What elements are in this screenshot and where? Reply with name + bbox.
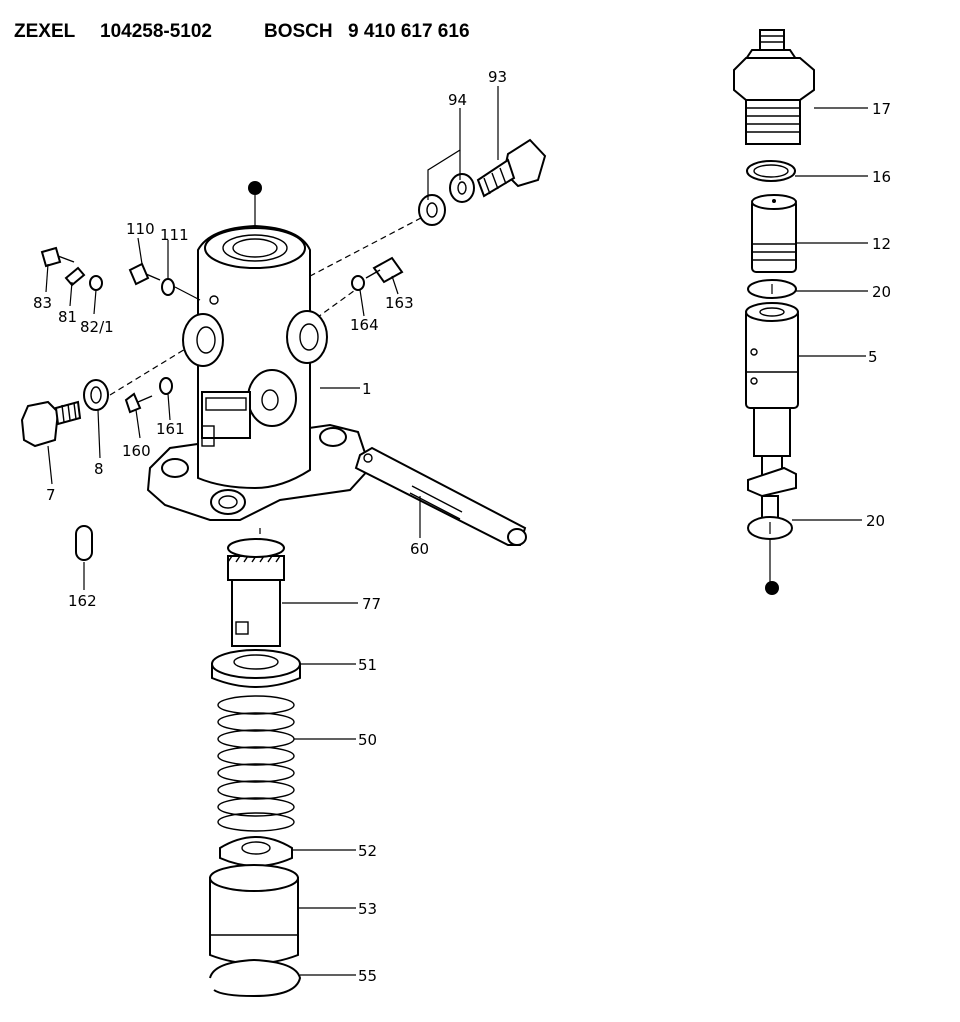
callout-110: 110 (126, 220, 155, 238)
control-sleeve (227, 538, 285, 647)
callout-5: 5 (868, 348, 878, 366)
callout-162: 162 (68, 592, 97, 610)
control-rack (354, 446, 527, 546)
key-162 (75, 525, 93, 561)
callout-53: 53 (358, 900, 377, 918)
reference-dot-top (248, 181, 262, 195)
callout-94: 94 (448, 91, 467, 109)
screw-set-110 (128, 262, 201, 301)
delivery-valve-holder (733, 29, 815, 145)
roller-tappet (209, 864, 299, 965)
callout-17: 17 (872, 100, 891, 118)
gasket-washer (83, 379, 109, 411)
callout-16: 16 (872, 168, 891, 186)
spring-seat-upper (211, 649, 301, 688)
callout-82-1: 82/1 (80, 318, 114, 336)
banjo-bolt (476, 138, 547, 198)
brand-zexel: ZEXEL (14, 21, 76, 42)
bosch-part-number: 9 410 617 616 (348, 21, 470, 42)
callout-77: 77 (362, 595, 381, 613)
brand-bosch: BOSCH (264, 21, 333, 42)
callout-161: 161 (156, 420, 185, 438)
leader-lines (45, 86, 868, 976)
screw-plug (20, 400, 82, 448)
callout-60: 60 (410, 540, 429, 558)
washer-94b (418, 194, 446, 226)
callout-93: 93 (488, 68, 507, 86)
callout-20-upper: 20 (872, 283, 891, 301)
callout-163: 163 (385, 294, 414, 312)
alignment-line-left (109, 339, 201, 396)
plunger-barrel (745, 302, 799, 519)
washer-94a-hole (457, 181, 467, 195)
callout-52: 52 (358, 842, 377, 860)
screw-set-163 (351, 256, 404, 291)
gasket-16-inner (753, 164, 789, 178)
callout-1: 1 (362, 380, 372, 398)
washer-94b-hole (426, 202, 438, 218)
pump-housing (146, 224, 372, 521)
washer-94a (449, 173, 475, 203)
callout-83: 83 (33, 294, 52, 312)
zexel-part-number: 104258-5102 (100, 21, 212, 42)
callout-7: 7 (46, 486, 56, 504)
plunger-spring (217, 695, 295, 832)
gasket-washer-hole (90, 386, 102, 404)
spring-seat-lower (219, 836, 293, 867)
callout-160: 160 (122, 442, 151, 460)
gasket-16 (746, 160, 796, 182)
callout-111: 111 (160, 226, 189, 244)
screw-set-83 (40, 246, 103, 291)
callout-51: 51 (358, 656, 377, 674)
snap-ring (209, 958, 302, 998)
callout-20-lower: 20 (866, 512, 885, 530)
callout-164: 164 (350, 316, 379, 334)
callout-12: 12 (872, 235, 891, 253)
callout-81: 81 (58, 308, 77, 326)
callout-8: 8 (94, 460, 104, 478)
callout-55: 55 (358, 967, 377, 985)
screw-set-160 (124, 377, 173, 414)
reference-dot-bottom (765, 581, 779, 595)
callout-50: 50 (358, 731, 377, 749)
delivery-valve (751, 194, 797, 273)
